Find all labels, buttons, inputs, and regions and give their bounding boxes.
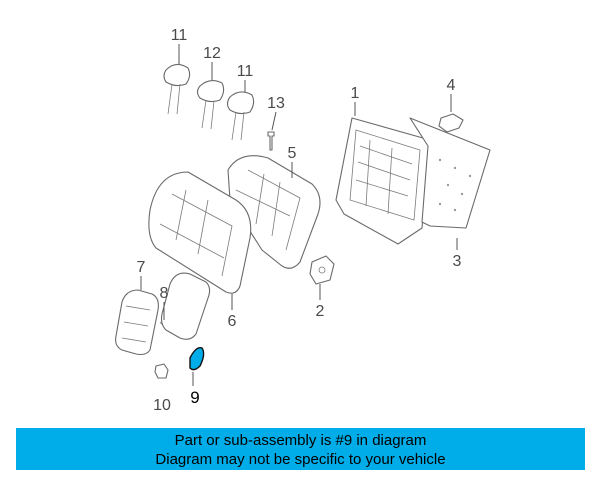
- callout-2: 2: [316, 303, 325, 320]
- bracket-part-4[interactable]: [438, 113, 464, 133]
- trim-panel[interactable]: [160, 272, 211, 340]
- callout-7: 7: [137, 259, 146, 276]
- callout-9: 9: [190, 388, 199, 407]
- info-banner: Part or sub-assembly is #9 in diagram Di…: [16, 428, 585, 470]
- seat-back-part-5[interactable]: [227, 155, 321, 269]
- leader-lines: [140, 44, 458, 386]
- seat-back-part-6[interactable]: [148, 171, 252, 294]
- headrest-part-12[interactable]: [196, 80, 225, 130]
- callout-8: 8: [160, 285, 169, 302]
- bolt-part-13[interactable]: [267, 131, 275, 151]
- headrest-part-11-left[interactable]: [163, 63, 191, 115]
- rear-panel-part-3[interactable]: [409, 117, 491, 229]
- cap-part-10[interactable]: [154, 363, 169, 379]
- callout-11-left: 11: [171, 27, 188, 44]
- headrest-part-11-right[interactable]: [226, 91, 255, 141]
- callout-6: 6: [228, 313, 237, 330]
- callout-4: 4: [447, 77, 456, 94]
- callout-12: 12: [203, 45, 221, 62]
- latch-part-2[interactable]: [309, 255, 335, 285]
- banner-line-part-number: Part or sub-assembly is #9 in diagram: [174, 432, 427, 449]
- parts-diagram: 11 12 11 13 1 4 5 3 7 8 6 2 9 10: [115, 27, 491, 414]
- armrest-part-7[interactable]: [115, 289, 159, 356]
- highlighted-part-9[interactable]: [189, 347, 205, 371]
- banner-line-disclaimer: Diagram may not be specific to your vehi…: [155, 451, 446, 468]
- callout-10: 10: [153, 397, 171, 414]
- callout-13: 13: [267, 95, 285, 112]
- seat-frame-part-1[interactable]: [335, 117, 431, 245]
- callout-5: 5: [288, 145, 297, 162]
- callout-11-right: 11: [237, 63, 254, 80]
- callout-3: 3: [453, 253, 462, 270]
- callout-1: 1: [351, 85, 360, 102]
